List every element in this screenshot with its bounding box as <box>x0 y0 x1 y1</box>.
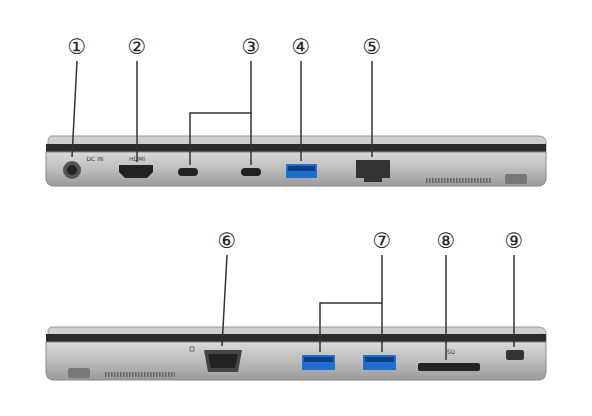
callout-number: ⑦ <box>373 231 392 252</box>
port-label: SD <box>447 349 455 355</box>
callout-number: ⑥ <box>218 231 237 252</box>
leader-lines <box>72 61 514 360</box>
callout-number: ⑨ <box>505 231 524 252</box>
callout-number: ① <box>68 37 87 58</box>
left-side-view <box>46 136 546 186</box>
port-label: HDMI <box>129 156 145 162</box>
callout-number: ⑤ <box>363 37 382 58</box>
callout-number: ④ <box>292 37 311 58</box>
callout-number: ③ <box>242 37 261 58</box>
port-label: DC IN <box>87 156 104 162</box>
right-side-view <box>46 327 546 380</box>
callout-number: ⑧ <box>437 231 456 252</box>
callout-number: ② <box>128 37 147 58</box>
